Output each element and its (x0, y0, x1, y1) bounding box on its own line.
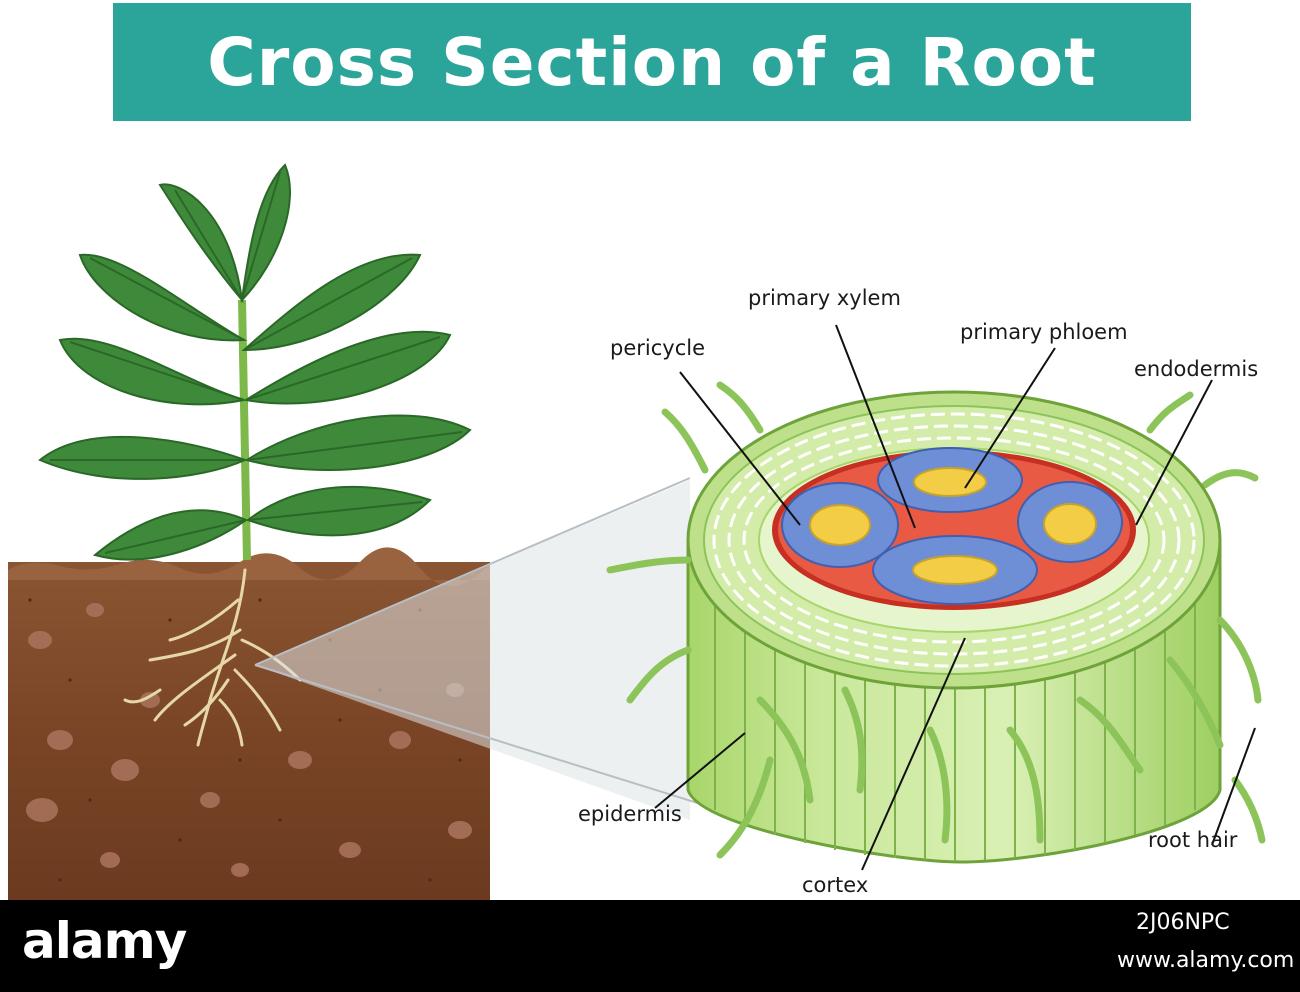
label-primary-xylem: primary xylem (748, 286, 901, 310)
plant-leaves (38, 163, 472, 561)
vascular-bundles (781, 447, 1123, 605)
root-cross-section (606, 324, 1266, 871)
label-pericycle: pericycle (610, 336, 705, 360)
zoom-connector (255, 480, 690, 820)
label-pointers (654, 324, 1256, 871)
diagram-illustration (8, 163, 1266, 900)
label-cortex: cortex (802, 873, 869, 897)
watermark-footer: alamy 2J06NPC www.alamy.com (0, 900, 1300, 992)
watermark-url: www.alamy.com (1117, 948, 1295, 973)
label-primary-phloem: primary phloem (960, 320, 1128, 344)
title-banner: Cross Section of a Root (113, 3, 1191, 121)
label-epidermis: epidermis (578, 802, 682, 826)
image-id: 2J06NPC (1136, 910, 1230, 935)
label-endodermis: endodermis (1134, 357, 1259, 381)
label-root-hair: root hair (1148, 828, 1238, 852)
leaf-veins (50, 171, 463, 554)
watermark-logo: alamy (22, 912, 187, 970)
soil-block (8, 547, 490, 900)
diagram-title: Cross Section of a Root (207, 23, 1097, 101)
